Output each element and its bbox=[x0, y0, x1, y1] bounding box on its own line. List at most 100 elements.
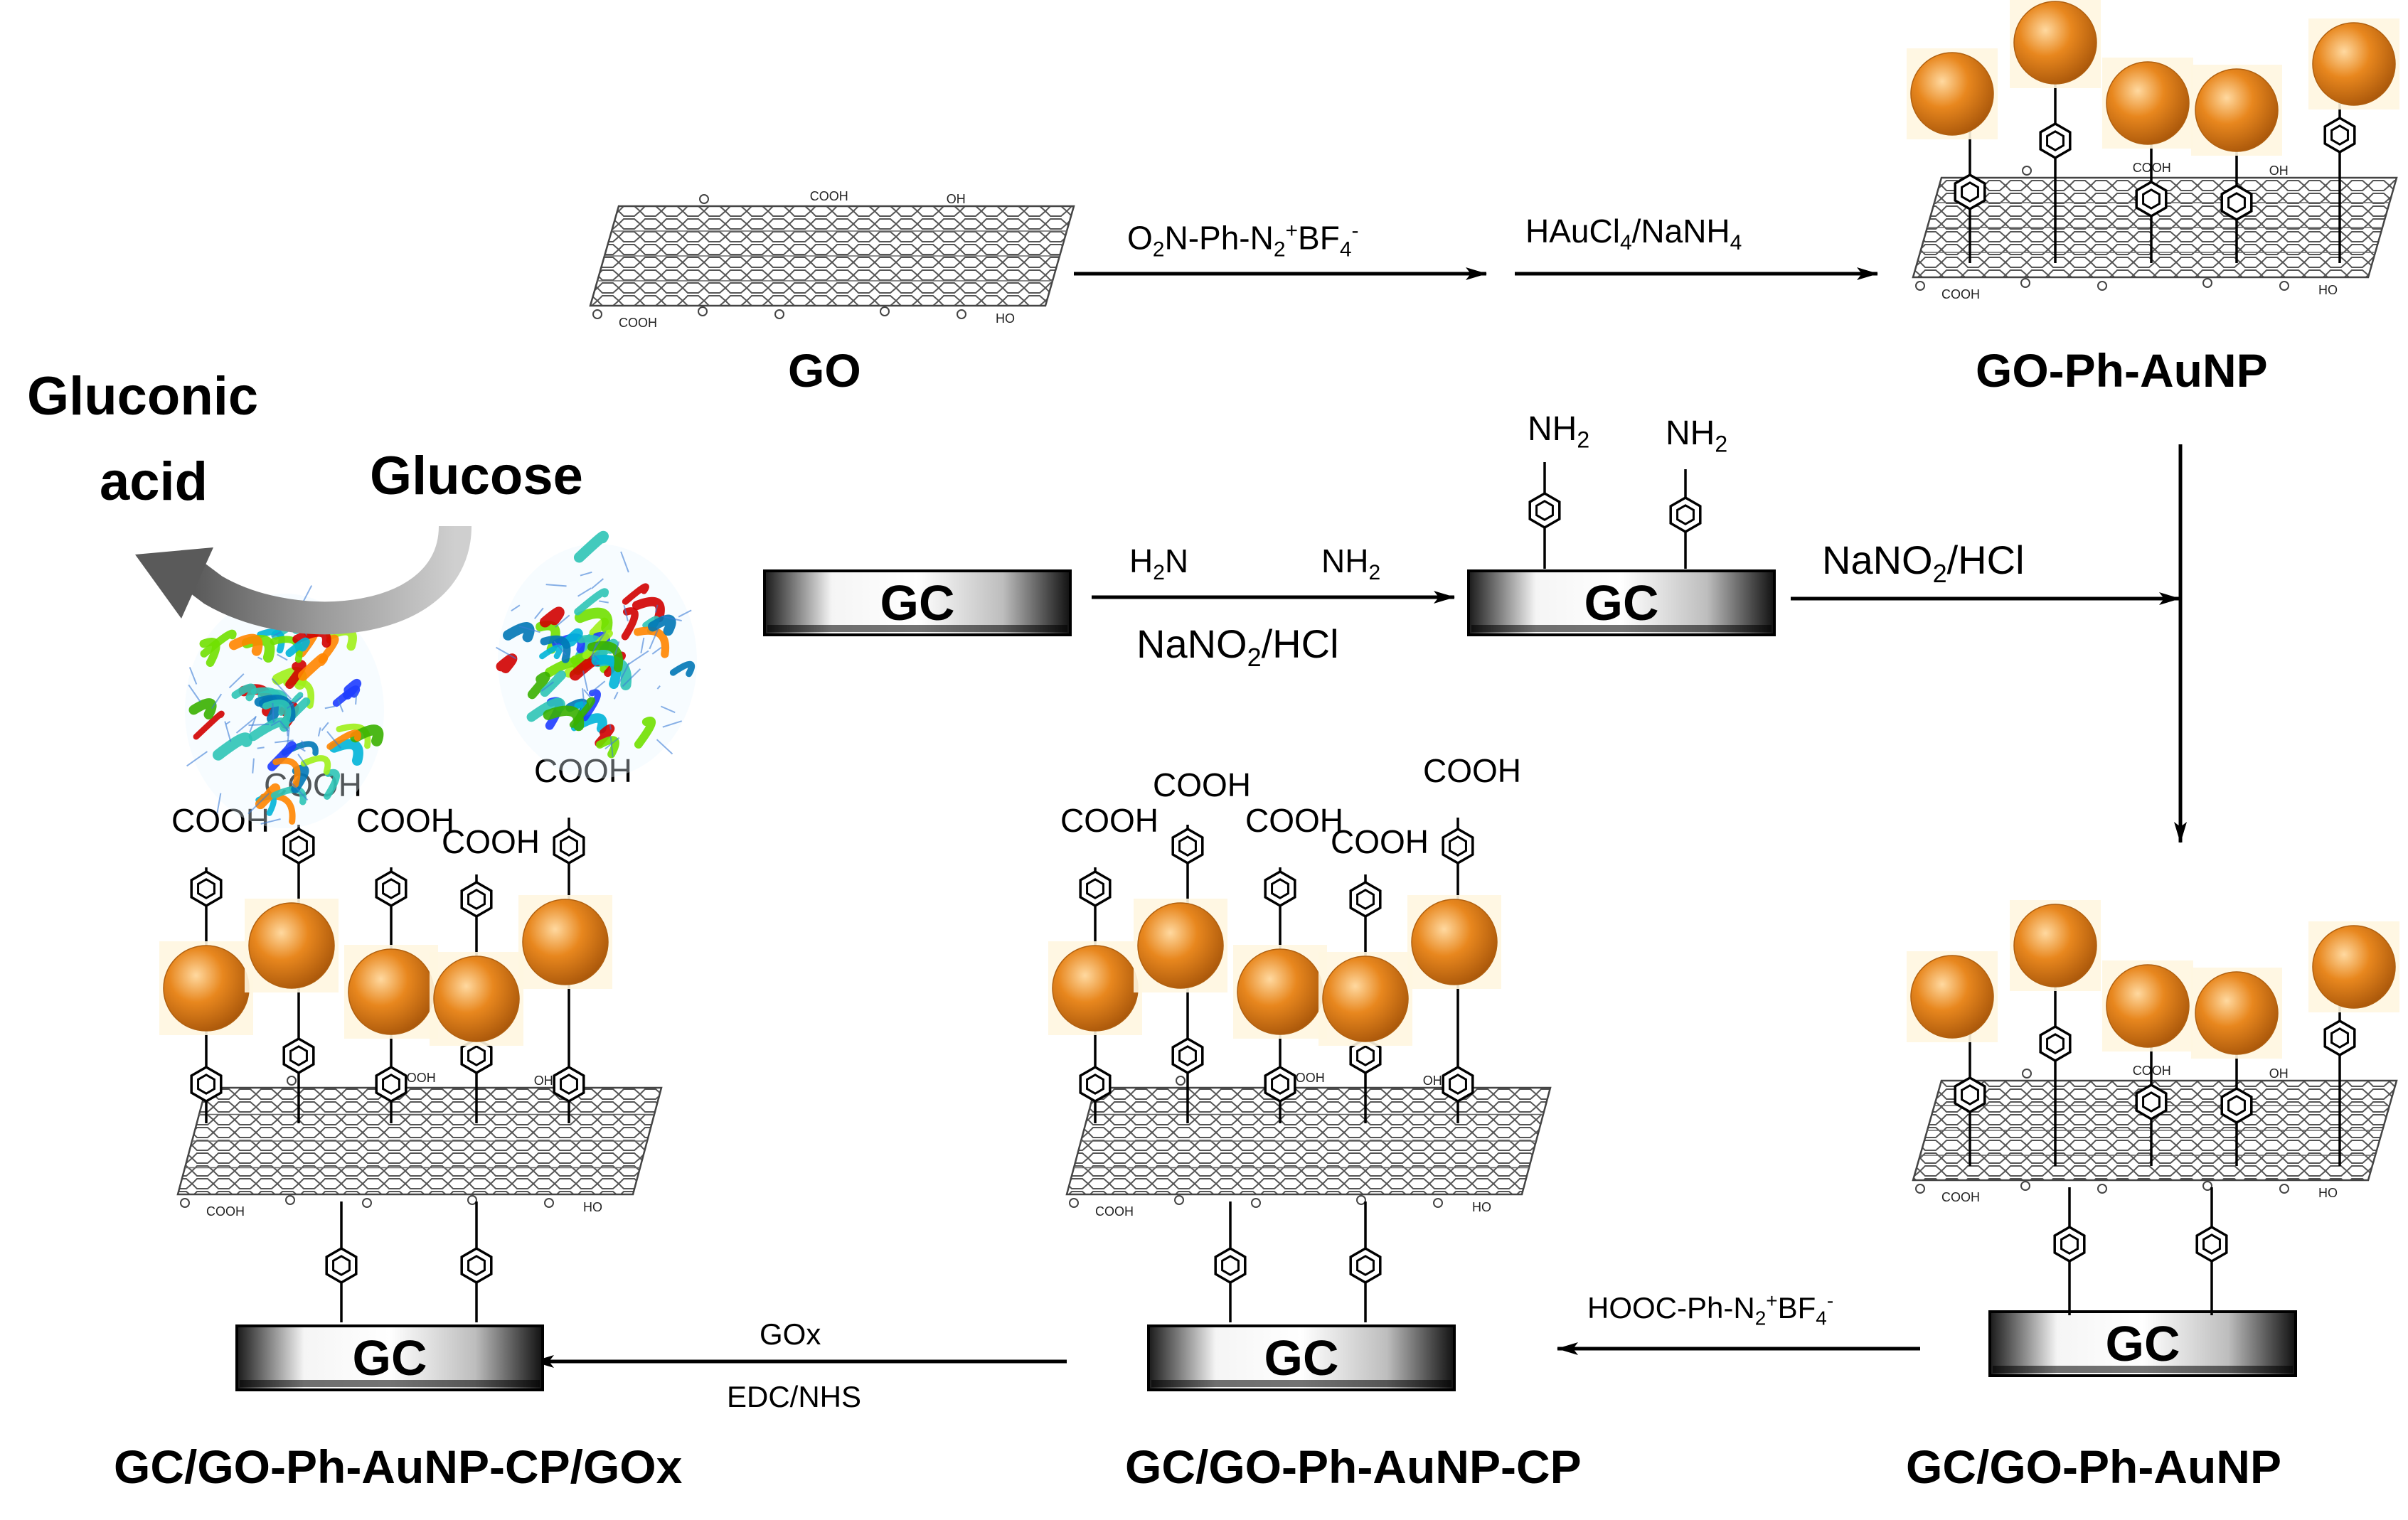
glucose-conversion-arrow bbox=[135, 525, 472, 635]
gc-electrode-aunp: GC bbox=[1988, 1310, 2297, 1377]
gox-enzyme-2 bbox=[495, 530, 697, 778]
amine-linker-1 bbox=[1528, 462, 1561, 569]
svg-text:OH: OH bbox=[2269, 164, 2289, 178]
gc-go-ph-aunp-cp-cooh-1: COOH bbox=[1060, 802, 1158, 839]
gc-electrode-amine: GC bbox=[1467, 569, 1776, 636]
gc-go-ph-aunp-cp-gox-cooh-4: COOH bbox=[442, 823, 540, 860]
gc-go-ph-aunp-cp-chain-5: COOH bbox=[1407, 752, 1521, 1123]
amine-linker-2 bbox=[1669, 469, 1702, 569]
gc-go-ph-aunp-cp-gold-1 bbox=[1048, 941, 1142, 1035]
svg-text:OH: OH bbox=[534, 1074, 553, 1088]
gc-go-ph-aunp-cp-cooh-2: COOH bbox=[1153, 766, 1251, 803]
gc-go-ph-aunp-cp-gold-4 bbox=[1318, 952, 1412, 1046]
gc-go-ph-aunp-cp-gold-3 bbox=[1233, 945, 1327, 1039]
svg-text:HO: HO bbox=[996, 311, 1015, 326]
reagent-ppd-left: H2N bbox=[1129, 542, 1189, 585]
reagent-nitrite-upper: NaNO2/HCl bbox=[1822, 537, 2025, 589]
gc-go-ph-aunp-linker-2 bbox=[2039, 960, 2072, 1166]
gc-go-ph-aunp-cp-gox-gold-2 bbox=[245, 899, 339, 992]
gc-go-ph-aunp-cp-gox-chain-4: COOH bbox=[430, 823, 540, 1123]
gc-go-ph-aunp-gold-4 bbox=[2191, 968, 2282, 1059]
gc-electrode-bare: GC bbox=[763, 569, 1072, 636]
gc-electrode-gox: GC bbox=[235, 1324, 544, 1391]
gc-go-ph-aunp-gold-2 bbox=[2010, 900, 2101, 991]
gc-go-ph-aunp-cp-chain-2: COOH bbox=[1134, 766, 1251, 1123]
gc-go-ph-aunp-linker-3 bbox=[2135, 1031, 2168, 1166]
glucose-label: Glucose bbox=[370, 446, 583, 506]
gc-go-ph-aunp-cp-gox-gold-4 bbox=[430, 952, 523, 1046]
go-ph-aunp-linker-3 bbox=[2135, 128, 2168, 263]
gc-go-ph-aunp-label: GC/GO-Ph-AuNP bbox=[1906, 1440, 2281, 1493]
gluconic-label: Gluconic bbox=[27, 366, 259, 427]
reagent-gox: GOx bbox=[760, 1317, 821, 1351]
go-ph-aunp-gold-1 bbox=[1907, 48, 1998, 139]
gc-go-ph-aunp-cp-gold-5 bbox=[1407, 895, 1501, 989]
reagent-ppd-right: NH2 bbox=[1321, 542, 1381, 585]
gc-go-ph-aunp-cp-gox-label: GC/GO-Ph-AuNP-CP/GOx bbox=[114, 1440, 683, 1493]
svg-text:GC: GC bbox=[880, 575, 955, 631]
gc-amine-linkers bbox=[1528, 462, 1702, 569]
gc-go-ph-aunp-base-linker-1 bbox=[2053, 1187, 2086, 1315]
svg-text:COOH: COOH bbox=[619, 316, 657, 330]
go-ph-aunp-linker-5 bbox=[2323, 85, 2356, 263]
gc-go-ph-aunp-gold-1 bbox=[1907, 951, 1998, 1042]
gc-go-ph-aunp-cp-gox-base-linker-1 bbox=[325, 1201, 358, 1322]
gc-go-ph-aunp-cp-gox-chain-2: COOH bbox=[245, 766, 362, 1123]
svg-text:COOH: COOH bbox=[1095, 1204, 1134, 1219]
gc-go-ph-aunp-cp-gold-2 bbox=[1134, 899, 1227, 992]
gc-go-ph-aunp-cp-gox-chain-3: COOH bbox=[344, 802, 454, 1123]
go-ph-aunp-label: GO-Ph-AuNP bbox=[1976, 344, 2268, 397]
svg-text:OH: OH bbox=[2269, 1066, 2289, 1081]
gc-go-ph-aunp-cp-base-linker-1 bbox=[1214, 1201, 1247, 1322]
reagent-gold-reduction: HAuCl4/NaNH4 bbox=[1525, 213, 1742, 255]
gc-go-ph-aunp-cp-gox-chain-1: COOH bbox=[159, 802, 270, 1123]
amine-label-2: NH2 bbox=[1666, 414, 1728, 457]
gc-go-ph-aunp-cp-cooh-5: COOH bbox=[1423, 752, 1521, 789]
reagent-edc-nhs: EDC/NHS bbox=[727, 1380, 862, 1413]
svg-text:HO: HO bbox=[1472, 1200, 1491, 1214]
gc-go-ph-aunp-gold-3 bbox=[2102, 960, 2193, 1051]
svg-text:COOH: COOH bbox=[810, 189, 848, 203]
gc-go-ph-aunp-cp-cooh-3: COOH bbox=[1245, 802, 1343, 839]
go-ph-aunp-gold-2 bbox=[2010, 0, 2101, 88]
gc-go-ph-aunp-cp-gox-chain-5: COOH bbox=[518, 752, 632, 1123]
gc-go-ph-aunp-base-linker-2 bbox=[2195, 1187, 2228, 1315]
gc-go-ph-aunp-gold-5 bbox=[2308, 921, 2399, 1012]
gc-go-ph-aunp-cp-label: GC/GO-Ph-AuNP-CP bbox=[1125, 1440, 1582, 1493]
go-ph-aunp-gold-4 bbox=[2191, 65, 2282, 156]
svg-text:HO: HO bbox=[2318, 1186, 2338, 1200]
amine-label-1: NH2 bbox=[1528, 410, 1590, 453]
svg-text:COOH: COOH bbox=[1941, 1190, 1980, 1204]
gc-go-ph-aunp-linker-1 bbox=[1954, 1010, 1986, 1166]
gc-go-ph-aunp-cp-base-linker-2 bbox=[1349, 1201, 1382, 1322]
svg-text:HO: HO bbox=[2318, 283, 2338, 297]
gc-go-ph-aunp-cp-gox-cooh-5: COOH bbox=[534, 752, 632, 789]
go-ph-aunp-gold-3 bbox=[2102, 58, 2193, 149]
gc-go-ph-aunp-cp-cooh-4: COOH bbox=[1331, 823, 1429, 860]
go-ph-aunp-gold-5 bbox=[2308, 18, 2399, 109]
gc-go-ph-aunp-linker-5 bbox=[2323, 988, 2356, 1166]
reagent-nitro-diazonium: O2N-Ph-N2+BF4- bbox=[1127, 219, 1359, 262]
go-sheet: COOH OH HO COOH bbox=[589, 189, 1075, 330]
acid-label: acid bbox=[100, 451, 208, 512]
gc-go-ph-aunp-cp-gox-gold-1 bbox=[159, 941, 253, 1035]
go-label: GO bbox=[788, 344, 861, 397]
gc-go-ph-aunp-cp-gox-gold-3 bbox=[344, 945, 438, 1039]
svg-text:GC: GC bbox=[1264, 1330, 1339, 1386]
gc-electrode-cp: GC bbox=[1147, 1324, 1456, 1391]
go-ph-aunp-linker-2 bbox=[2039, 57, 2072, 263]
svg-text:GC: GC bbox=[1584, 575, 1659, 631]
svg-text:GC: GC bbox=[353, 1330, 427, 1386]
svg-text:OH: OH bbox=[947, 192, 966, 206]
reagent-carboxy-diazonium: HOOC-Ph-N2+BF4- bbox=[1587, 1290, 1834, 1329]
svg-text:HO: HO bbox=[583, 1200, 602, 1214]
go-ph-aunp-linker-4 bbox=[2220, 128, 2253, 263]
gox-enzyme-1 bbox=[185, 585, 384, 828]
